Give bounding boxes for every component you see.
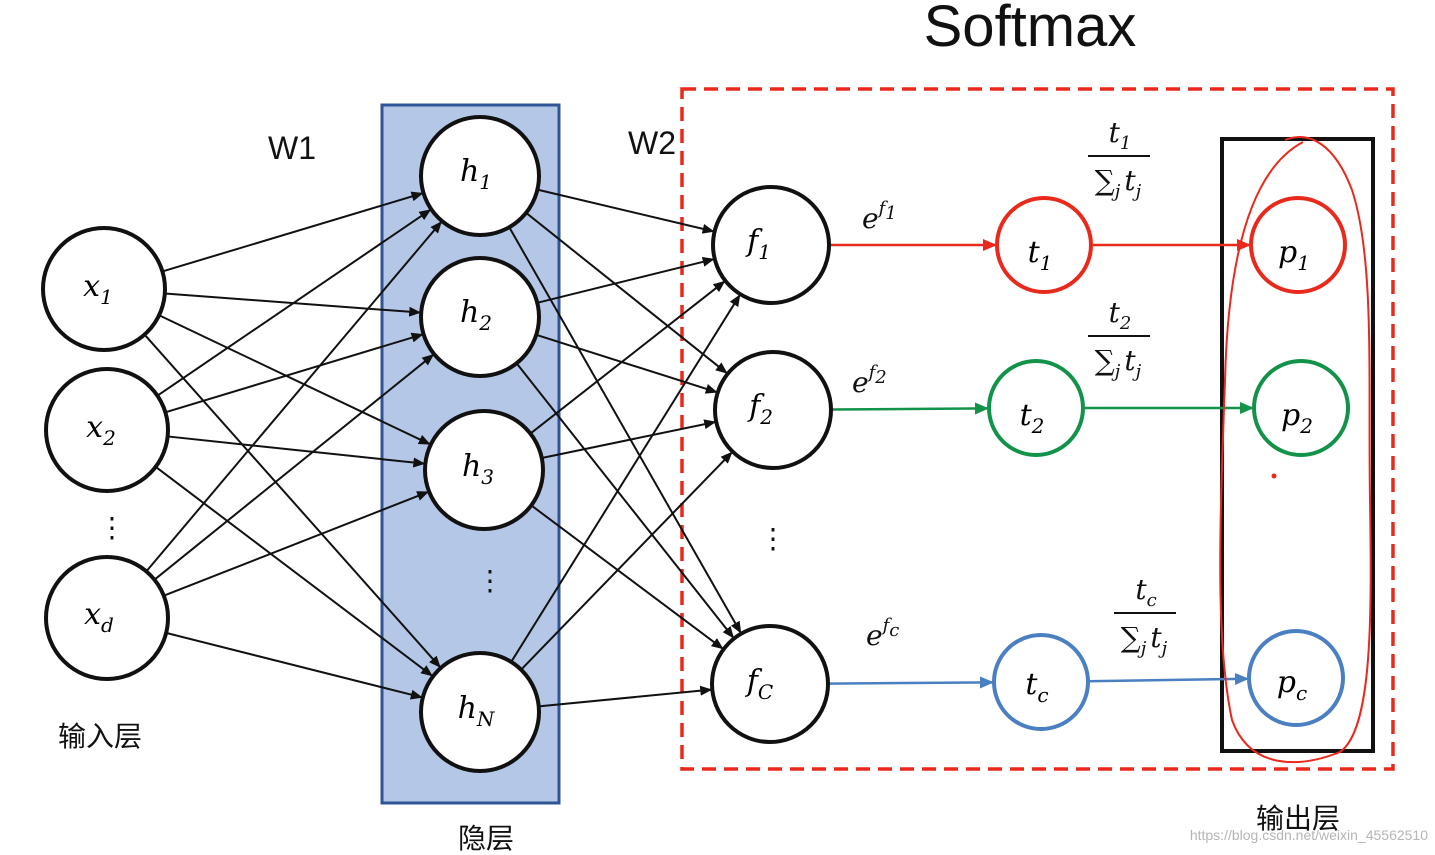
svg-text:t2: t2 [1109,296,1132,334]
w1-edge [165,332,424,414]
svg-text:pc: pc [1277,665,1307,705]
prob-node: p2 [1252,359,1350,457]
exp-label: ef2 [852,362,887,399]
exp-node: t1 [995,196,1093,294]
exp-label: efc [866,615,899,652]
svg-text:hN: hN [458,691,496,731]
w2-edge [537,188,715,234]
svg-text:∑jtj: ∑jtj [1095,164,1142,202]
w2-edge [530,504,724,650]
annotation-ellipse [1219,136,1372,764]
w2-connections [508,188,742,708]
w2-edge [537,256,715,304]
w1-edge [156,208,432,397]
svg-text:tc: tc [1135,573,1156,611]
w1-edge [162,191,424,273]
exp-arrow [827,676,995,689]
svg-text:t1: t1 [1109,116,1132,154]
w1-edge [158,314,431,446]
hidden-node: hN [419,651,541,773]
w2-edge [525,212,728,374]
w1-label: W1 [268,130,316,166]
exp-node: tc [992,633,1090,731]
svg-text:x2: x2 [86,410,116,450]
w2-edge [510,294,741,663]
input-node: xd [44,555,170,681]
w1-edge [163,490,430,597]
exp-node: t2 [987,359,1085,457]
input-layer-label: 输入层 [58,720,142,753]
w1-edge [155,465,433,677]
svg-text:x1: x1 [83,269,113,309]
svg-text:tc: tc [1025,667,1048,707]
diagram-title: Softmax [924,0,1137,59]
hidden-node: h2 [419,256,541,378]
svg-text:t1: t1 [1028,235,1053,275]
svg-text:p1: p1 [1278,235,1310,275]
output-layer-label: 输出层 [1256,802,1340,835]
svg-text:xd: xd [84,597,114,637]
svg-text:∑jtj: ∑jtj [1121,621,1168,659]
svg-text:p2: p2 [1281,398,1313,438]
w1-connections [143,191,443,700]
w2-edge [541,419,717,459]
w2-edge [520,451,733,671]
annotation-dot [1271,473,1277,479]
w1-edge [165,631,423,700]
w2-edge [529,280,726,435]
exp-label: ef1 [862,198,897,235]
w2-edge [538,685,713,708]
prob-node: p1 [1249,196,1347,294]
svg-text:h2: h2 [460,295,492,335]
logit-node: fC [710,624,830,744]
w1-edge [167,435,426,468]
svg-text:h1: h1 [460,154,492,194]
prob-node: pc [1247,629,1345,727]
watermark: https://blog.csdn.net/weixin_45562510 [1190,827,1428,843]
w1-edge [143,333,441,668]
input-node: x2 [44,367,170,493]
w1-edge [153,353,435,581]
svg-text:h3: h3 [462,449,494,489]
svg-text:∑jtj: ∑jtj [1095,344,1142,382]
hidden-node: h1 [419,115,541,237]
w2-edge [508,226,742,634]
svg-text:t2: t2 [1020,398,1045,438]
w2-edge [535,333,718,394]
hidden-node: h3 [423,409,545,531]
logit-node: f2 [713,350,833,470]
exp-arrow [830,402,990,415]
softmax-connections [827,239,1254,689]
input-node: x1 [41,226,167,352]
hidden-ellipsis: ⋮ [476,564,504,597]
logit-node: f1 [711,185,831,305]
logit-ellipsis: ⋮ [759,522,787,555]
w2-edge [515,362,735,639]
w1-edge [145,221,443,573]
hidden-layer-label: 隐层 [458,822,514,855]
normalize-arrow [1087,672,1250,685]
w2-label: W2 [628,125,676,161]
input-ellipsis: ⋮ [98,511,126,544]
